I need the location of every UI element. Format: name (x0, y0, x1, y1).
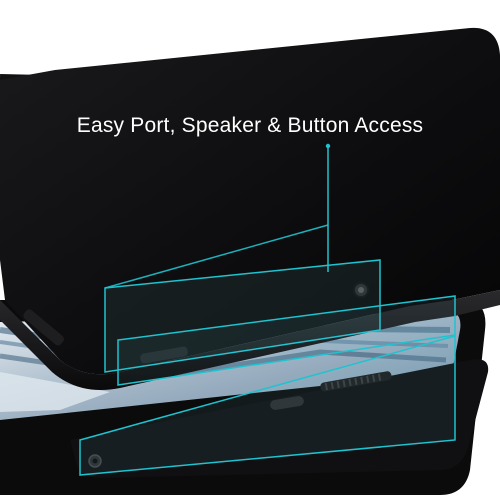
callout-anchor-dot (325, 143, 331, 149)
volume-button (23, 309, 64, 346)
headline-caption: Easy Port, Speaker & Button Access (76, 114, 424, 137)
callout-box-middle (117, 295, 456, 386)
speaker-grille (320, 371, 392, 392)
callout-box-top (104, 259, 381, 373)
case-edge (0, 290, 500, 390)
bottom-rim (70, 359, 489, 478)
power-button (140, 346, 188, 364)
case-back-panel (0, 27, 500, 375)
usb-c-port (270, 396, 304, 410)
callout-overlay (79, 146, 456, 476)
callout-box-bottom (79, 335, 456, 476)
